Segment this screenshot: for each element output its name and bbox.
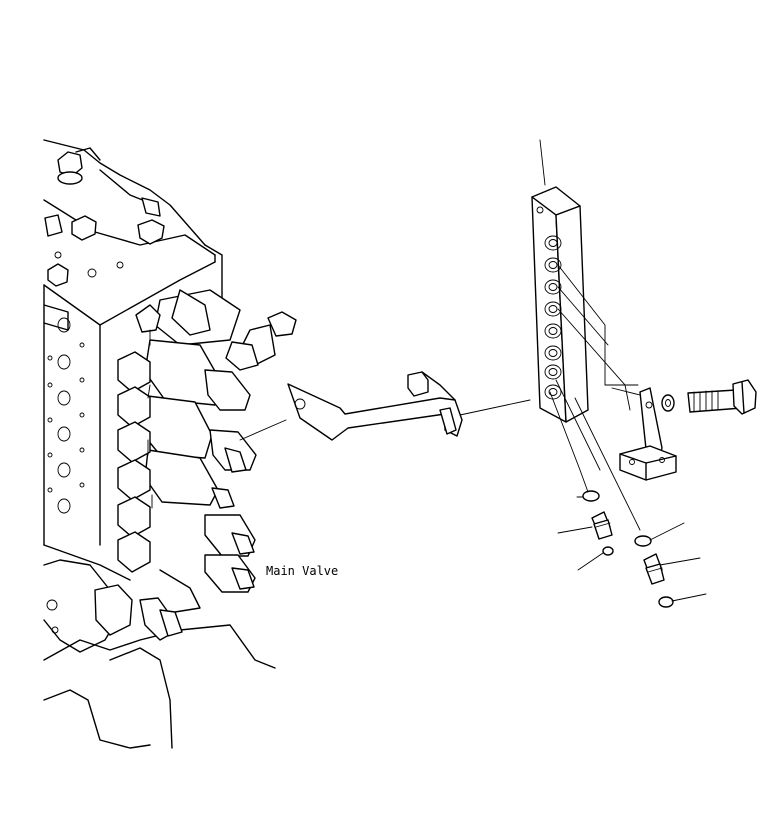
top-plugs xyxy=(44,147,165,287)
main-valve-body xyxy=(43,139,223,581)
mounting-bracket xyxy=(287,371,463,441)
junction-block xyxy=(531,186,589,423)
clip-bracket xyxy=(619,387,677,481)
fitting-left xyxy=(591,511,613,540)
main-valve-label: Main Valve xyxy=(266,564,338,578)
lower-housing xyxy=(43,559,276,749)
bolt xyxy=(661,379,757,415)
solenoid-valve-stack xyxy=(117,289,297,593)
leader-lines xyxy=(239,139,707,602)
o-ring-group xyxy=(582,490,674,608)
fitting-right xyxy=(643,553,665,585)
